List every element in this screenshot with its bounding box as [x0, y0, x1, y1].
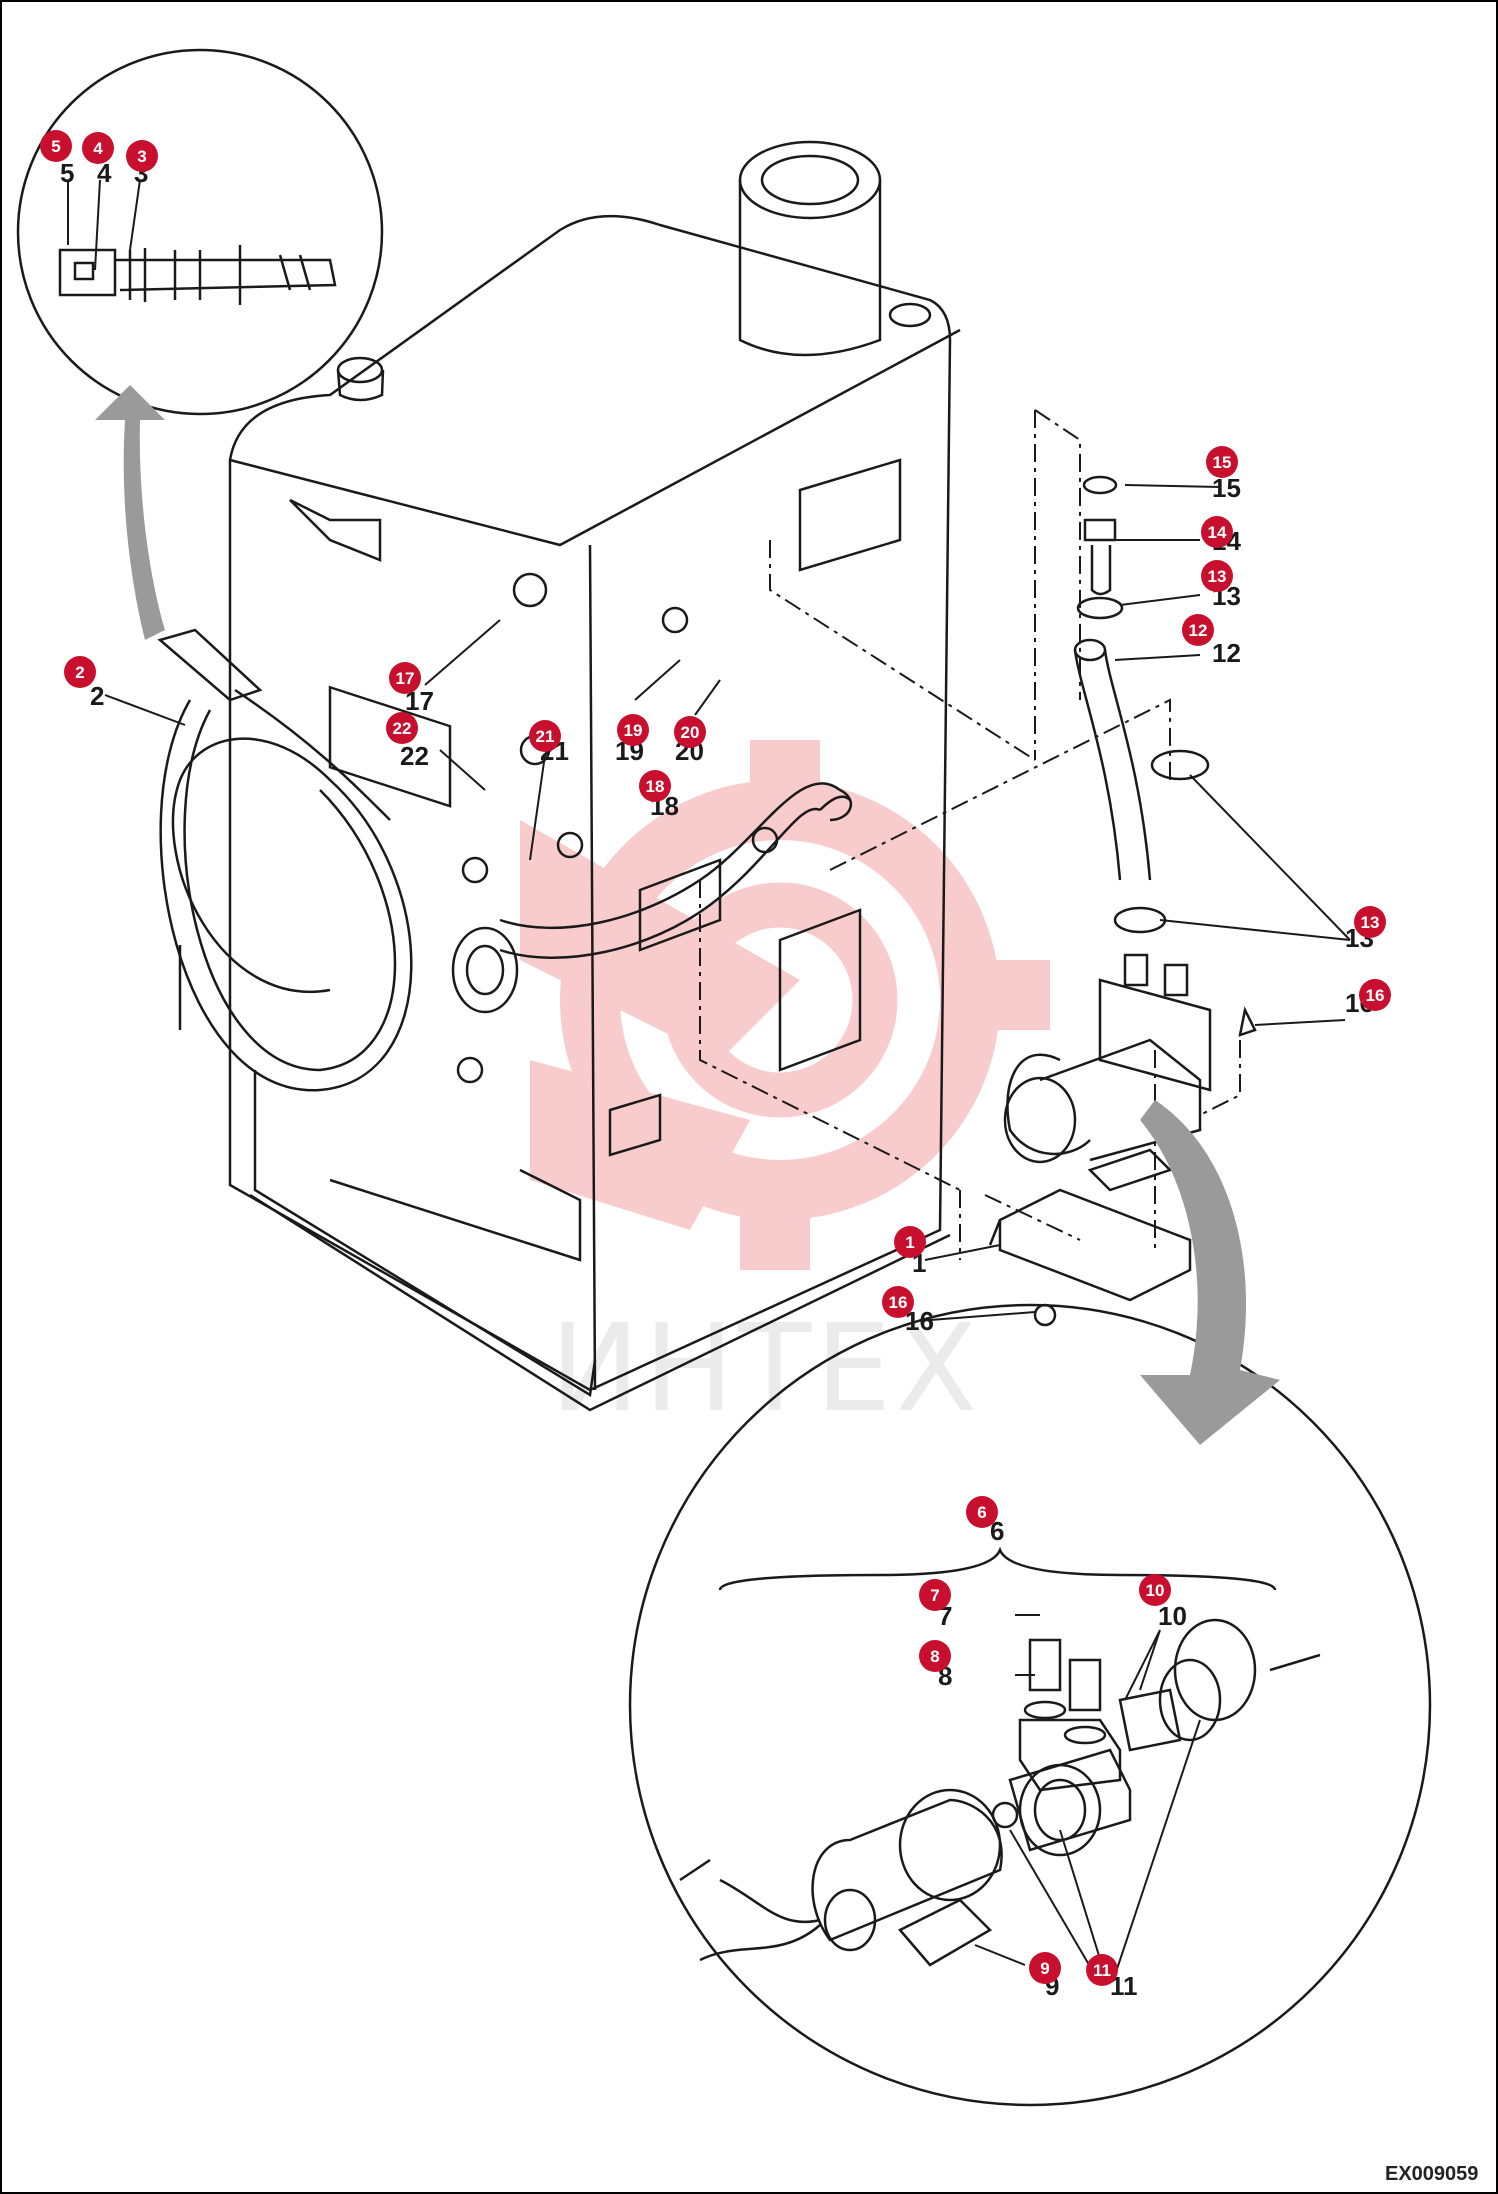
- svg-text:22: 22: [393, 719, 412, 738]
- hoses: [157, 628, 852, 1092]
- svg-text:10: 10: [1146, 1581, 1165, 1600]
- svg-text:12: 12: [1189, 621, 1208, 640]
- callout-16-right: 16: [1359, 979, 1391, 1011]
- callout-1: 1: [894, 1226, 926, 1258]
- svg-text:3: 3: [137, 147, 146, 166]
- svg-text:1: 1: [905, 1233, 914, 1252]
- watermark: ИНТЕХ: [520, 740, 1050, 1439]
- callout-15: 15: [1206, 446, 1238, 478]
- svg-text:4: 4: [93, 139, 103, 158]
- svg-text:13: 13: [1361, 913, 1380, 932]
- detail-circle-top: [16, 48, 384, 416]
- svg-text:7: 7: [930, 1586, 939, 1605]
- callout-18: 18: [639, 770, 671, 802]
- callout-21: 21: [529, 720, 561, 752]
- svg-text:2: 2: [75, 663, 84, 682]
- callout-20: 20: [674, 716, 706, 748]
- label-6: 6: [990, 1516, 1004, 1546]
- callout-19: 19: [617, 714, 649, 746]
- callout-14: 14: [1201, 516, 1233, 548]
- callout-13-right: 13: [1354, 906, 1386, 938]
- svg-text:9: 9: [1040, 1959, 1049, 1978]
- leader-lines: [67, 179, 1351, 1976]
- svg-text:19: 19: [624, 721, 643, 740]
- callout-10: 10: [1139, 1574, 1171, 1606]
- callout-16-bottom: 16: [882, 1286, 914, 1318]
- callout-2: 2: [64, 656, 96, 688]
- callout-7: 7: [919, 1579, 951, 1611]
- svg-text:6: 6: [977, 1503, 986, 1522]
- callout-9: 9: [1029, 1952, 1061, 1984]
- svg-text:16: 16: [1366, 986, 1385, 1005]
- svg-text:18: 18: [646, 777, 665, 796]
- arrow-down: [1140, 1100, 1280, 1445]
- label-15: 15: [1212, 473, 1241, 503]
- svg-text:11: 11: [1093, 1961, 1111, 1980]
- callout-6: 6: [966, 1496, 998, 1528]
- arrow-up: [95, 385, 165, 640]
- svg-text:16: 16: [889, 1293, 908, 1312]
- svg-text:21: 21: [536, 727, 555, 746]
- dash-lines: [699, 409, 1241, 1260]
- callout-4: 4: [82, 132, 114, 164]
- label-5: 5: [60, 158, 74, 188]
- callout-3: 3: [126, 140, 158, 172]
- svg-text:5: 5: [51, 137, 60, 156]
- label-4: 4: [97, 158, 112, 188]
- hydraulic-tank: [178, 140, 961, 1412]
- label-10: 10: [1158, 1601, 1187, 1631]
- detail-circle-bottom: [628, 1303, 1432, 2107]
- callout-8: 8: [919, 1640, 951, 1672]
- callout-22: 22: [386, 712, 418, 744]
- callouts: 5 4 3 2 17 22 21 19 20 18 15 14 13 12 13…: [40, 130, 1391, 1986]
- svg-text:15: 15: [1213, 453, 1232, 472]
- callout-13-top: 13: [1201, 560, 1233, 592]
- motor-pump-assembly: [988, 475, 1257, 1327]
- svg-text:13: 13: [1208, 567, 1227, 586]
- diagram-code: EX009059: [1385, 2163, 1478, 2185]
- svg-text:20: 20: [681, 723, 700, 742]
- label-2: 2: [90, 681, 104, 711]
- svg-text:14: 14: [1208, 523, 1227, 542]
- svg-text:8: 8: [930, 1647, 939, 1666]
- callout-11: 11: [1086, 1954, 1118, 1986]
- callout-17: 17: [389, 662, 421, 694]
- svg-text:17: 17: [396, 669, 415, 688]
- callout-5: 5: [40, 130, 72, 162]
- label-22: 22: [400, 741, 429, 771]
- watermark-text: ИНТЕХ: [550, 1300, 981, 1439]
- label-12: 12: [1212, 638, 1241, 668]
- callout-12: 12: [1182, 614, 1214, 646]
